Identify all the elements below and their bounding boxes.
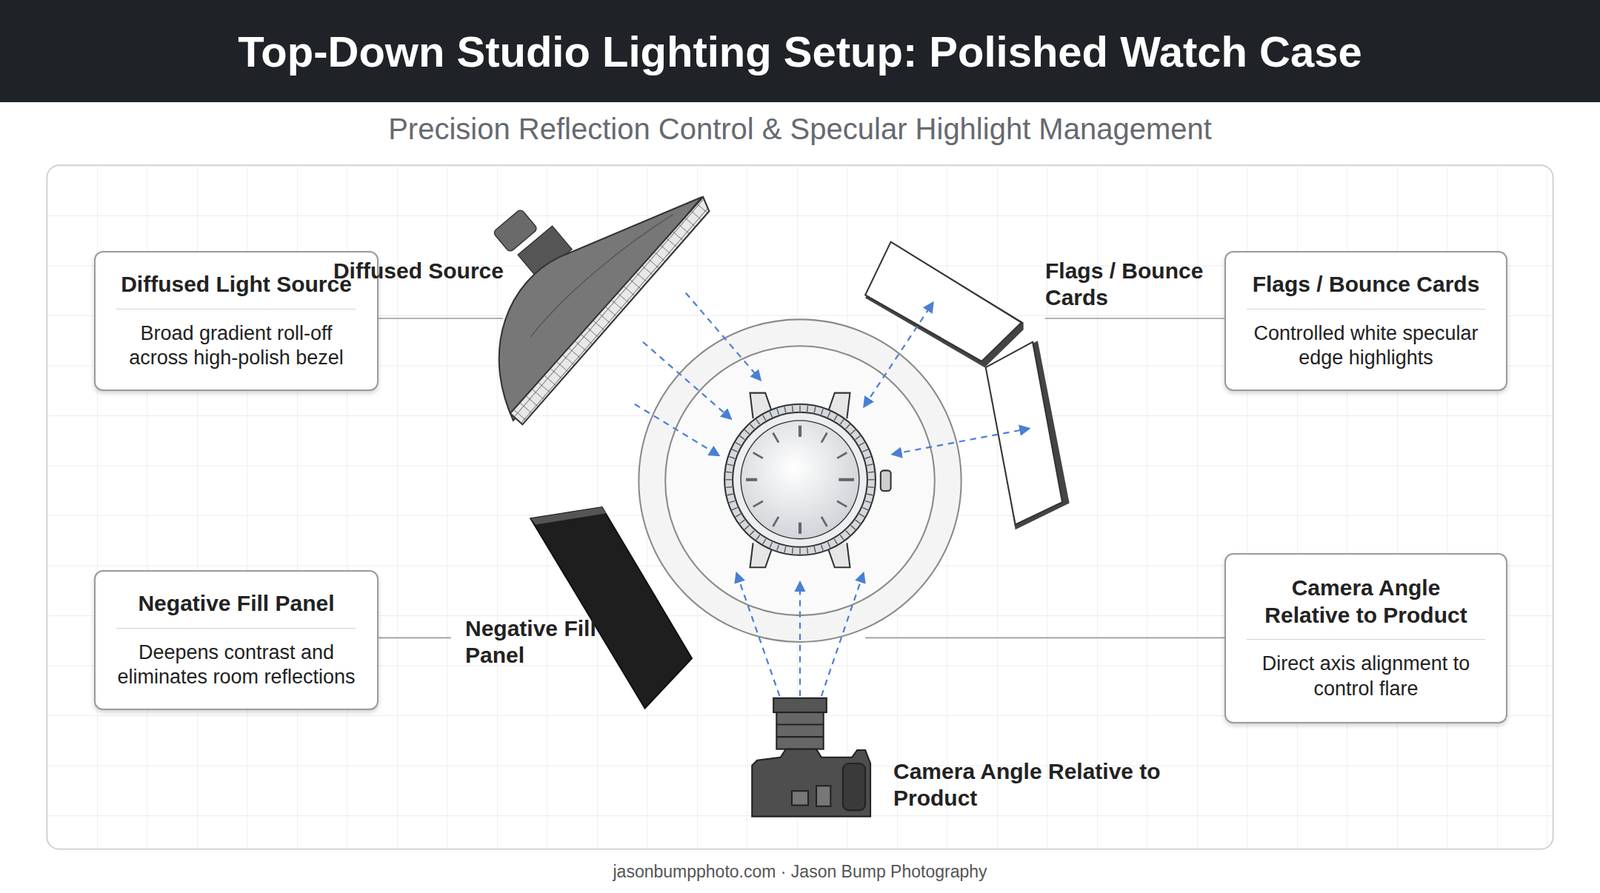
box-body: Direct axis alignment to control flare bbox=[1240, 651, 1492, 703]
camera bbox=[751, 698, 871, 818]
box-heading: Camera Angle Relative to Product bbox=[1246, 574, 1486, 640]
negative-fill-panel bbox=[530, 507, 692, 709]
watch bbox=[724, 393, 892, 569]
box-body: Broad gradient roll-off across high-poli… bbox=[110, 321, 363, 372]
title: Top-Down Studio Lighting Setup: Polished… bbox=[237, 26, 1363, 77]
box-heading: Negative Fill Panel bbox=[116, 590, 357, 629]
footer-credit: jasonbumpphoto.com · Jason Bump Photogra… bbox=[0, 862, 1600, 883]
box-body: Controlled white specular edge highlight… bbox=[1240, 321, 1492, 372]
subtitle: Precision Reflection Control & Specular … bbox=[0, 112, 1600, 146]
callout-box: Flags / Bounce CardsControlled white spe… bbox=[1224, 251, 1508, 392]
bounce-cards bbox=[865, 242, 1070, 531]
softbox bbox=[492, 197, 709, 425]
light-paths bbox=[634, 293, 1029, 697]
callout-box: Camera Angle Relative to ProductDirect a… bbox=[1224, 553, 1508, 724]
panel-edge bbox=[530, 507, 606, 525]
grid bbox=[48, 166, 1553, 849]
part-label: Diffused Source bbox=[311, 257, 504, 285]
part-label: Flags / Bounce Cards bbox=[1045, 257, 1223, 312]
box-body: Deepens contrast and eliminates room ref… bbox=[110, 640, 363, 692]
callout-box: Negative Fill PanelDeepens contrast and … bbox=[94, 570, 379, 711]
panel bbox=[46, 165, 1553, 849]
part-label: Negative Fill Panel bbox=[465, 615, 643, 669]
turntable-top bbox=[665, 345, 935, 616]
box-heading: Flags / Bounce Cards bbox=[1246, 271, 1486, 310]
part-label: Camera Angle Relative to Product bbox=[893, 758, 1190, 812]
box-heading: Diffused Light Source bbox=[116, 271, 357, 310]
title-bar: Top-Down Studio Lighting Setup: Polished… bbox=[0, 0, 1600, 103]
